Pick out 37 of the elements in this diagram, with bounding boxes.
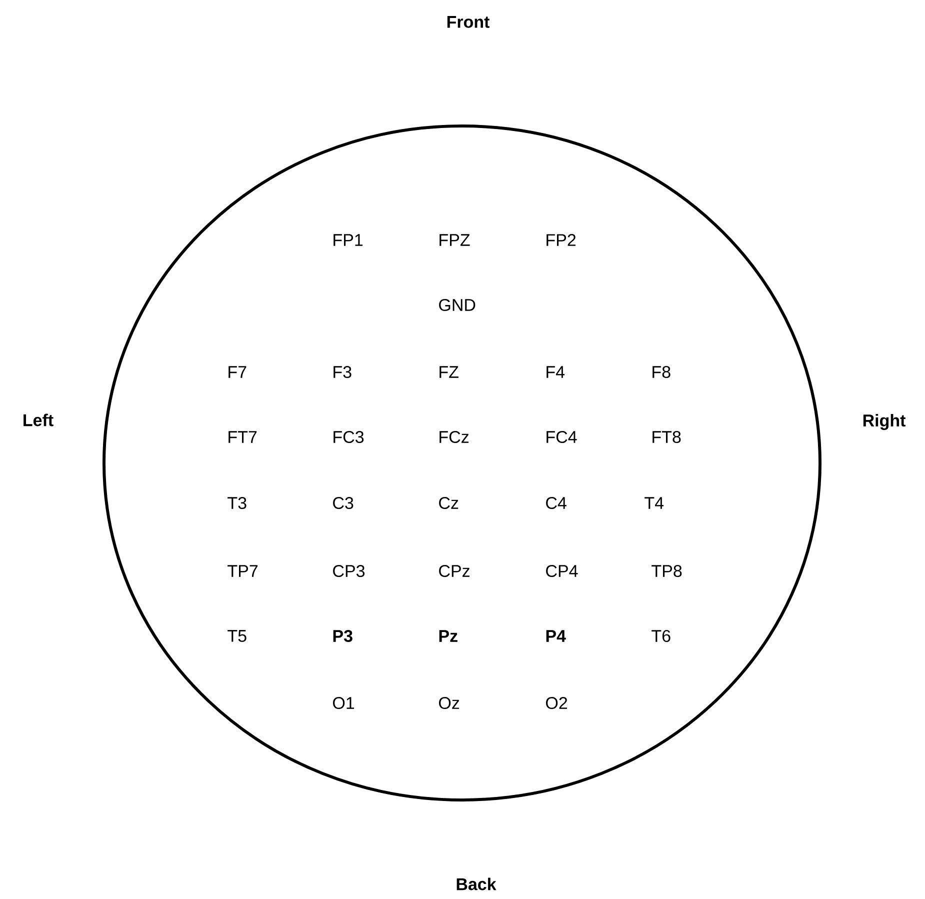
electrode-label: O1 [333, 696, 354, 710]
electrode-label: C3 [333, 496, 354, 510]
electrode-label: T5 [228, 630, 246, 642]
electrode-label: Oz [439, 696, 460, 710]
direction-label: Front [447, 16, 490, 28]
direction-label: Back [456, 878, 496, 890]
electrode-label: T4 [644, 497, 664, 509]
electrode-label: Cz [439, 496, 458, 510]
head-outline [102, 124, 822, 802]
electrode-label: FP1 [334, 234, 363, 246]
electrode-label: CP3 [333, 564, 365, 578]
electrode-label: P4 [546, 630, 566, 642]
electrode-label: FPZ [440, 234, 470, 246]
electrode-label: C4 [546, 496, 566, 510]
direction-label: Left [24, 414, 54, 426]
electrode-label: CPz [439, 564, 470, 578]
direction-label: Right [863, 414, 906, 430]
electrode-label: TP7 [228, 565, 258, 577]
electrode-label: P3 [333, 630, 352, 642]
electrode-label: F3 [334, 366, 352, 378]
electrode-label: FT7 [228, 431, 257, 443]
electrode-label: FZ [440, 366, 458, 378]
electrode-label: F8 [652, 366, 670, 378]
electrode-label: T6 [652, 630, 670, 642]
electrode-label: FC4 [546, 430, 577, 444]
electrode-label: T3 [228, 496, 246, 510]
electrode-label: CP4 [546, 564, 578, 578]
electrode-label: O2 [546, 696, 568, 710]
electrode-label: FP2 [546, 234, 576, 246]
electrode-label: F7 [228, 366, 246, 378]
electrode-label: F4 [546, 366, 565, 378]
electrode-label: FC3 [334, 430, 364, 444]
electrode-label: FCz [440, 430, 469, 444]
electrode-label: GND [439, 298, 476, 312]
electrode-label: TP8 [652, 564, 682, 578]
electrode-label: Pz [439, 630, 458, 642]
electrode-label: FT8 [652, 430, 681, 444]
